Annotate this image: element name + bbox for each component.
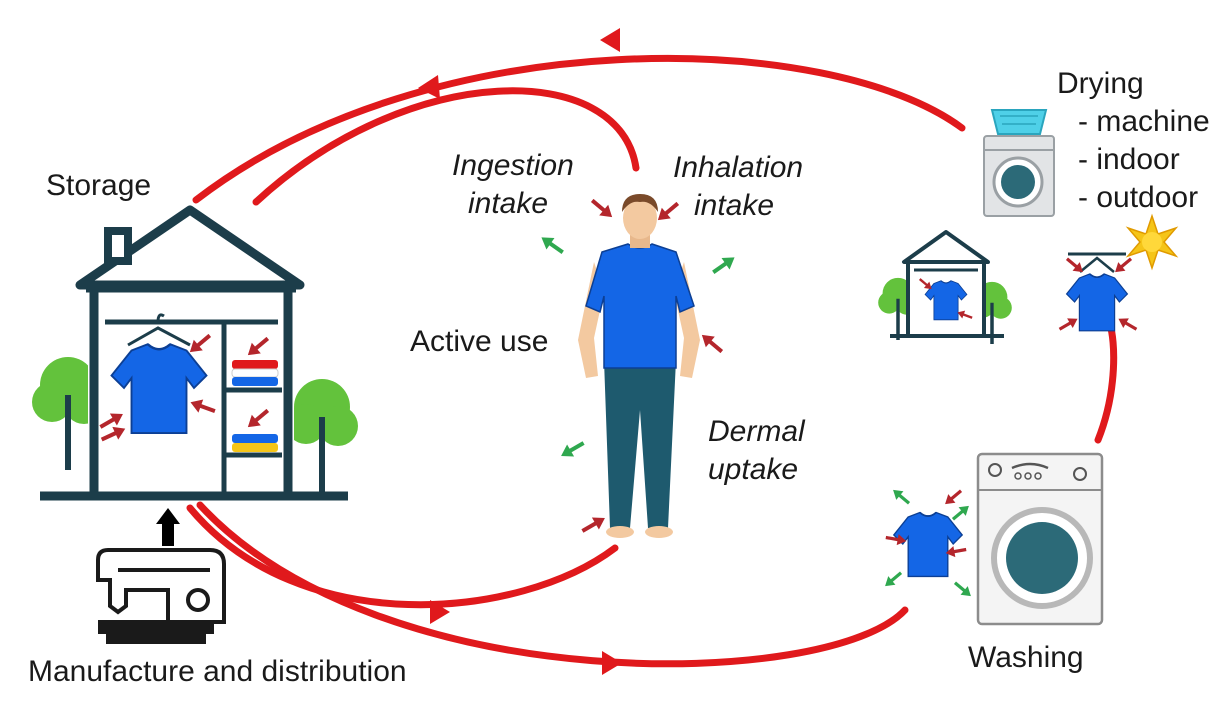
up-arrow-icon <box>156 508 180 546</box>
arrow-storage-to-washing <box>196 501 909 668</box>
arrow-storage-to-active-use <box>186 504 619 609</box>
indoor-drying-icon <box>878 230 1012 344</box>
tumble-dryer-icon <box>983 109 1055 217</box>
cycle-arrowheads <box>418 28 622 675</box>
inhalation-label-line2: intake <box>694 189 775 222</box>
person-icon <box>535 193 741 540</box>
sewing-machine-icon <box>96 548 226 644</box>
ingestion-label-line1: Ingestion <box>452 149 574 182</box>
inhalation-label-line1: Inhalation <box>673 151 804 184</box>
drying-option-machine: - machine <box>1078 105 1210 138</box>
dermal-label-line1: Dermal <box>708 415 805 448</box>
dermal-label-line2: uptake <box>708 453 799 486</box>
washing-label: Washing <box>968 641 1084 674</box>
arrow-drying-to-storage <box>192 54 966 204</box>
washing-machine-icon <box>976 452 1104 626</box>
drying-option-outdoor: - outdoor <box>1078 181 1199 214</box>
drying-label: Drying <box>1057 67 1144 100</box>
cycle-arrows <box>186 54 1118 668</box>
arrow-washing-to-drying <box>1094 321 1118 444</box>
outdoor-drying-icon <box>1055 252 1141 336</box>
house-icon <box>32 205 358 501</box>
washing-shirt-icon <box>879 483 977 603</box>
sun-icon <box>1125 213 1179 271</box>
ingestion-label-line2: intake <box>468 187 549 220</box>
drying-option-indoor: - indoor <box>1078 143 1180 176</box>
manufacture-label: Manufacture and distribution <box>28 655 407 688</box>
arrow-active-use-to-storage <box>252 87 640 206</box>
storage-label: Storage <box>46 169 152 202</box>
active-use-label: Active use <box>410 325 549 358</box>
